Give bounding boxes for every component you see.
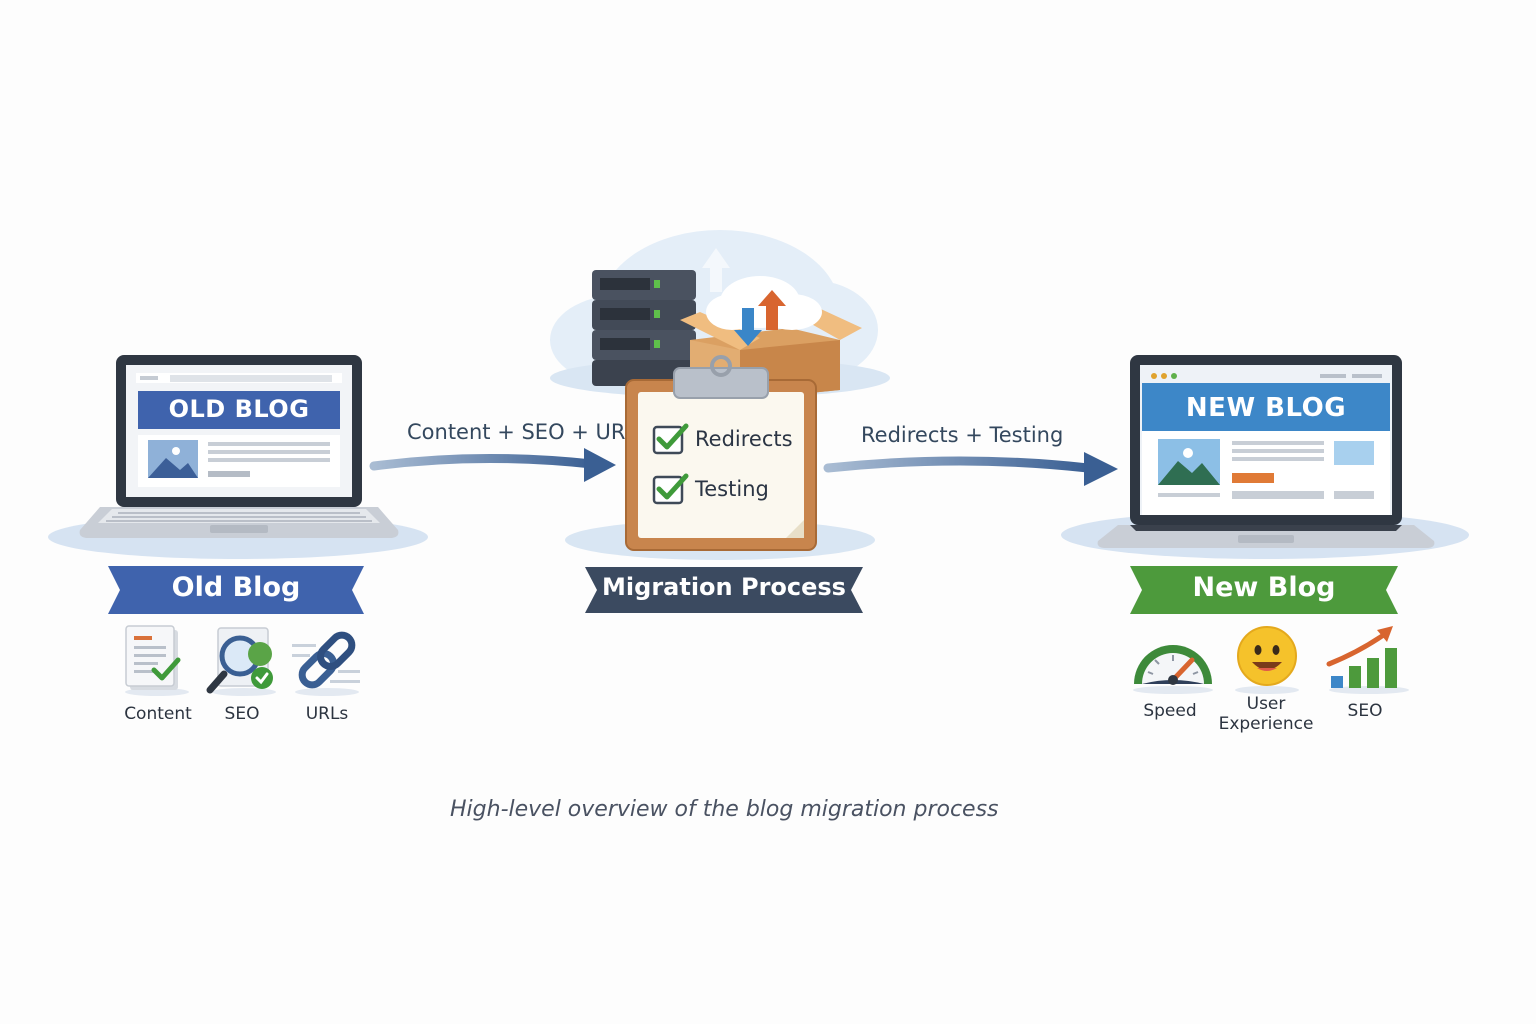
growth-chart-icon <box>1326 626 1409 694</box>
new-icon-label-user-experience: User Experience <box>1206 694 1326 734</box>
arrow-right-label: Redirects + Testing <box>861 423 1064 447</box>
magnifier-icon <box>206 627 276 696</box>
diagram-caption: High-level overview of the blog migratio… <box>450 797 999 822</box>
new-icon-label-seo: SEO <box>1347 701 1383 721</box>
old-icon-label-seo: SEO <box>224 704 260 724</box>
document-check-icon <box>125 625 189 696</box>
old-screen-banner <box>138 391 340 429</box>
server-stack-icon <box>592 270 696 386</box>
migration-ribbon <box>585 567 863 613</box>
new-screen-banner <box>1142 383 1390 431</box>
new-blog-ribbon <box>1130 566 1398 614</box>
old-screen-title: OLD BLOG <box>168 395 310 423</box>
ux-label-line2: Experience <box>1218 714 1314 734</box>
migration-ribbon-label: Migration Process <box>602 573 846 601</box>
checkbox-redirects-icon <box>652 423 689 455</box>
old-icon-label-content: Content <box>124 704 192 724</box>
arrow-right <box>823 452 1118 486</box>
chain-link-icon <box>292 631 360 696</box>
old-blog-ribbon-label: Old Blog <box>171 572 301 603</box>
ux-label-line1: User <box>1246 694 1286 714</box>
new-icon-label-speed: Speed <box>1143 701 1197 721</box>
arrow-left-label: Content + SEO + URLs <box>407 420 649 444</box>
smiley-icon <box>1235 626 1299 694</box>
arrow-left <box>369 448 616 482</box>
new-laptop-illustration <box>1061 355 1469 559</box>
old-blog-ribbon <box>108 566 364 614</box>
migration-illustration <box>550 230 890 560</box>
old-laptop-illustration <box>48 355 428 559</box>
checklist-item-redirects: Redirects <box>695 427 793 451</box>
old-icon-label-urls: URLs <box>305 704 349 724</box>
speedometer-icon <box>1133 645 1213 694</box>
checkbox-testing-icon <box>652 473 689 505</box>
new-blog-ribbon-label: New Blog <box>1192 572 1336 603</box>
new-screen-title: NEW BLOG <box>1185 393 1347 423</box>
checklist-item-testing: Testing <box>695 477 769 501</box>
